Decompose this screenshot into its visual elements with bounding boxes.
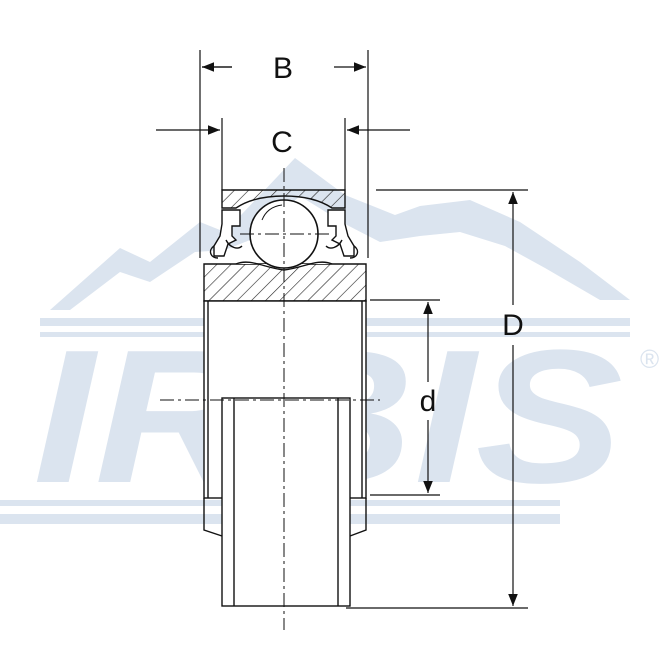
collar — [221, 397, 351, 607]
dimension-labels: B C D d — [271, 52, 524, 418]
collar-shoulder-right — [349, 498, 367, 537]
label-d: d — [420, 385, 437, 418]
center-lines — [160, 168, 380, 630]
watermark-mountains — [50, 158, 630, 310]
bearing-body — [203, 189, 367, 607]
watermark-registered-mark: ® — [640, 344, 659, 374]
label-C: C — [271, 126, 293, 159]
label-D: D — [502, 309, 524, 342]
seal-left-lip — [209, 239, 243, 259]
ball-highlight — [261, 204, 283, 221]
seal-right-lip — [325, 239, 359, 259]
collar-shoulder-left — [203, 498, 223, 537]
dimension-lines — [156, 50, 528, 609]
label-B: B — [273, 52, 293, 85]
